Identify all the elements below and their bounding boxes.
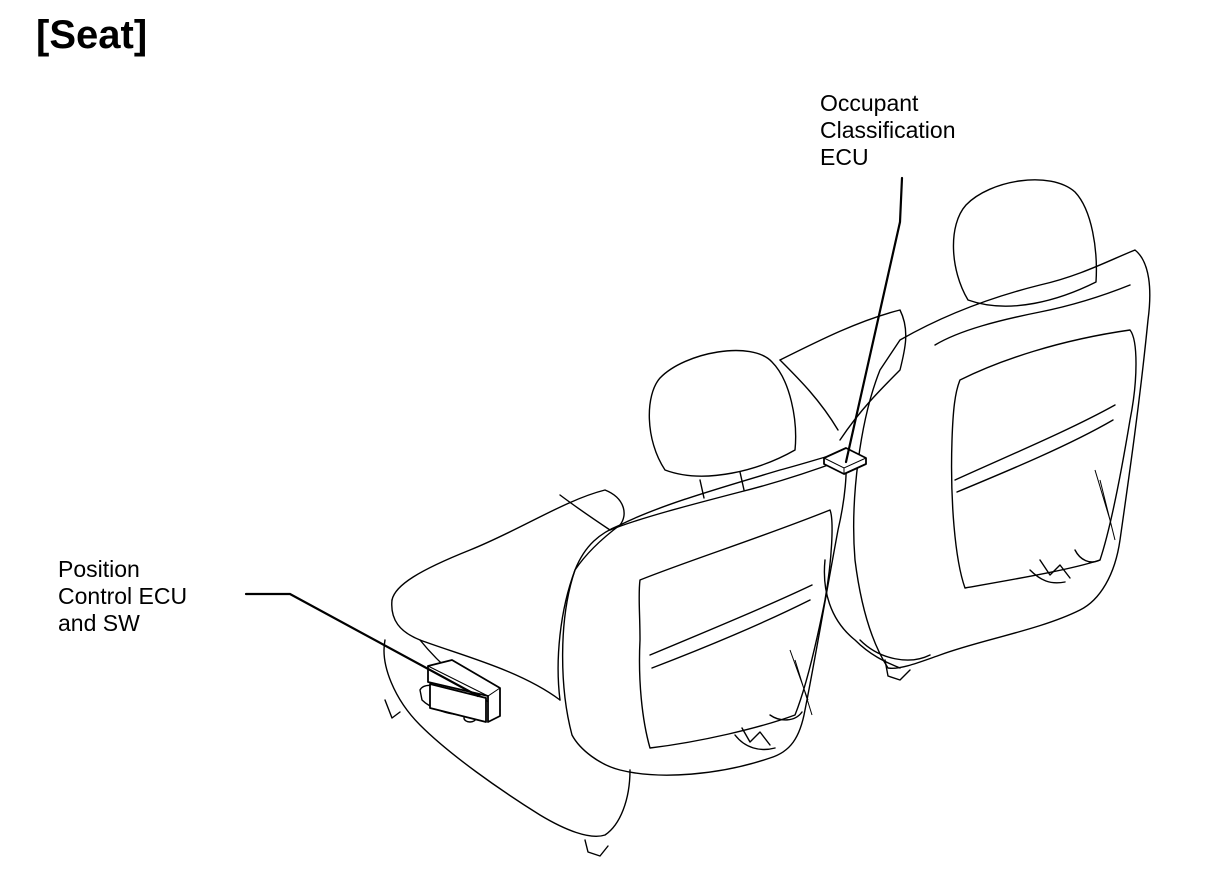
position-control-ecu-label: Position Control ECU and SW: [58, 556, 187, 637]
occupant-classification-ecu-box: [823, 447, 867, 475]
callout-line: Position: [58, 556, 140, 582]
callout-line: Classification: [820, 117, 956, 143]
callout-line: ECU: [820, 144, 869, 170]
front-seat-back: [561, 451, 847, 776]
occupant-classification-ecu-label: Occupant Classification ECU: [820, 90, 956, 171]
callout-line: Occupant: [820, 90, 919, 116]
front-seat: [383, 349, 847, 857]
position-ecu-leader-line: [244, 592, 480, 698]
front-seat-frame: [383, 639, 631, 837]
rear-seat: [779, 179, 1151, 681]
rear-seat-back: [853, 249, 1151, 670]
front-seat-cushion: [391, 489, 625, 701]
page-title: [Seat]: [36, 13, 148, 57]
rear-seat-headrest: [952, 179, 1098, 307]
callout-line: and SW: [58, 610, 140, 636]
front-seat-headrest: [648, 349, 797, 477]
callout-line: Control ECU: [58, 583, 188, 609]
position-control-ecu-box: [427, 659, 501, 723]
rear-seat-back-panel: [950, 329, 1137, 589]
rear-seat-cushion: [779, 309, 907, 441]
front-seat-back-panel: [638, 509, 833, 749]
occupant-ecu-leader-line: [844, 176, 904, 464]
